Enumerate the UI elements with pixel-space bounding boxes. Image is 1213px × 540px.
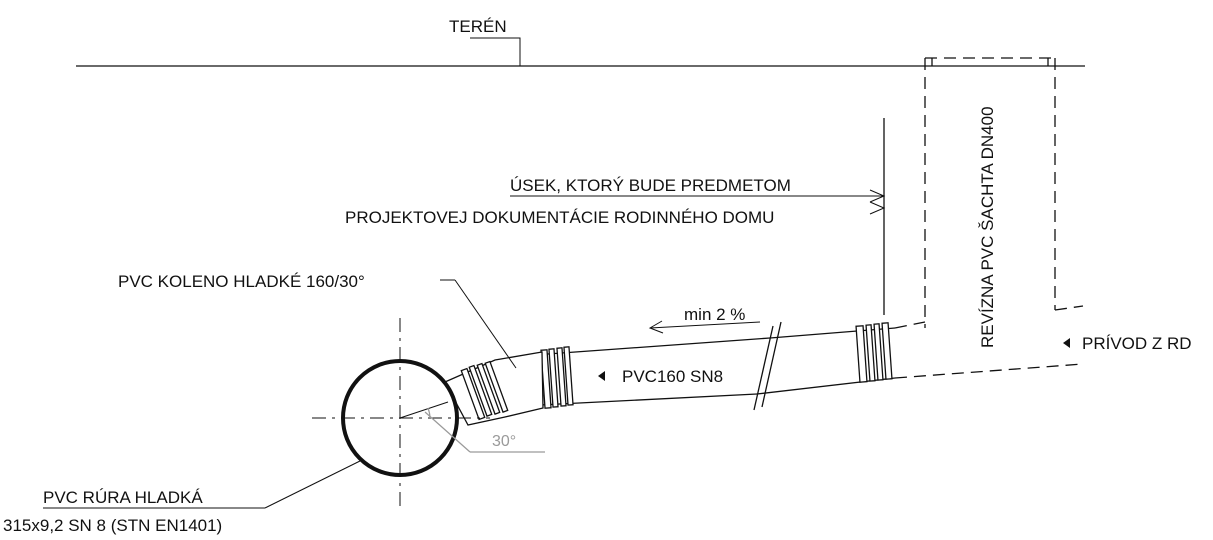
terrain-label: TERÉN	[449, 17, 507, 36]
pipe-break-mark-2	[761, 321, 782, 408]
manhole-bottom	[894, 363, 1084, 379]
main-pipe-label-line1: PVC RÚRA HLADKÁ	[43, 488, 203, 507]
section-annotation: ÚSEK, KTORÝ BUDE PREDMETOM PROJEKTOVEJ D…	[345, 118, 886, 315]
pipe-socket-right-3	[873, 323, 884, 381]
section-label-line1: ÚSEK, KTORÝ BUDE PREDMETOM	[510, 176, 791, 195]
inlet-arrow-icon	[1063, 338, 1070, 348]
manhole-outlet-top	[894, 321, 926, 329]
elbow-socket-2	[468, 364, 493, 417]
elbow-socket-4	[484, 360, 509, 413]
angle-arc	[427, 407, 431, 419]
pipe-bottom-edge-left	[519, 393, 758, 407]
elbow-socket-3	[476, 362, 501, 415]
manhole-label: REVÍZNA PVC ŠACHTA DN400	[978, 106, 997, 348]
pipe-socket-left-4	[563, 346, 574, 406]
pipe-socket-right-2	[865, 324, 876, 382]
pipe-flow-arrow-icon	[598, 371, 605, 381]
elbow-socket-1	[460, 367, 486, 421]
main-sewer-pipe: PVC RÚRA HLADKÁ 315x9,2 SN 8 (STN EN1401…	[3, 318, 490, 535]
elbow-label: PVC KOLENO HLADKÉ 160/30°	[118, 272, 365, 291]
pipe-socket-right-4	[881, 322, 893, 380]
terrain-leader	[470, 37, 521, 66]
inlet-annotation: PRÍVOD Z RD	[1063, 334, 1192, 353]
elbow-leader-line	[454, 279, 517, 369]
pvc-elbow-160-30: PVC KOLENO HLADKÉ 160/30°	[118, 272, 544, 426]
pipe-socket-left-2	[548, 348, 559, 408]
pipe-label: PVC160 SN8	[622, 367, 723, 386]
pvc160-pipe: PVC160 SN8 min 2 %	[519, 305, 896, 411]
section-arrow-head-2	[869, 201, 886, 215]
pipe-socket-left-3	[556, 347, 567, 407]
section-arrow-head-1	[869, 189, 886, 203]
branch-axis-line	[399, 401, 449, 419]
terrain-label-group: TERÉN	[449, 17, 521, 66]
main-pipe-label-line2: 315x9,2 SN 8 (STN EN1401)	[3, 516, 222, 535]
slope-arrow-head	[648, 320, 664, 334]
manhole-inlet-top	[1054, 305, 1084, 311]
angle-label: 30°	[492, 433, 516, 450]
section-label-line2: PROJEKTOVEJ DOKUMENTÁCIE RODINNÉHO DOMU	[345, 208, 774, 227]
angle-leader	[424, 411, 471, 453]
pipe-break-mark-1	[753, 325, 774, 411]
inlet-label: PRÍVOD Z RD	[1082, 334, 1192, 353]
angle-annotation: 30°	[424, 407, 545, 453]
main-pipe-outer-wall	[341, 359, 459, 477]
slope-arrow-shaft	[649, 321, 761, 329]
slope-label: min 2 %	[684, 305, 745, 324]
pipe-socket-right-1	[855, 325, 868, 383]
manhole-dn400: REVÍZNA PVC ŠACHTA DN400	[894, 57, 1084, 379]
main-pipe-leader-line	[264, 459, 363, 509]
